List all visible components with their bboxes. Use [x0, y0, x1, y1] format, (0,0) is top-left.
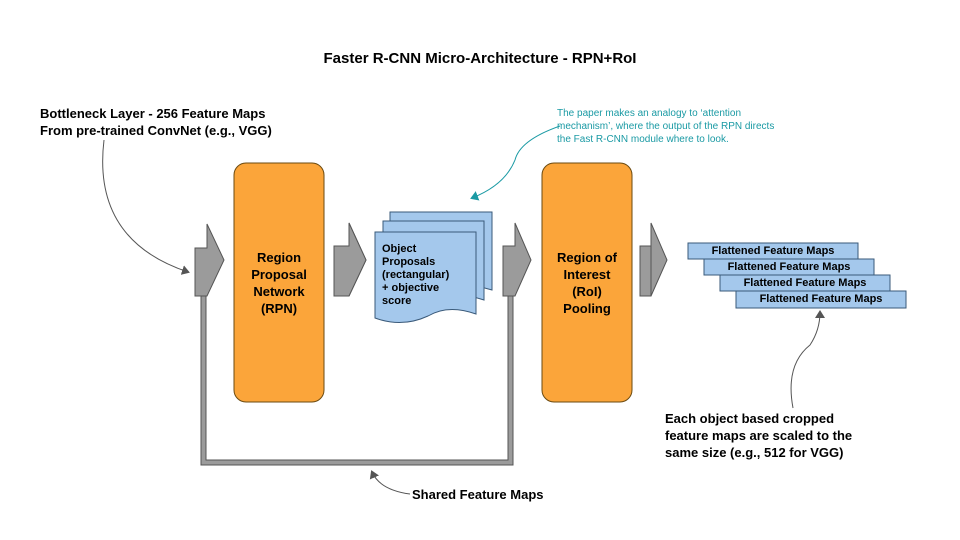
proposals-label: Object Proposals (rectangular) + objecti…	[382, 243, 472, 308]
proposals-line-4: + objective	[382, 282, 440, 294]
attention-note-line-2: mechanism’, where the output of the RPN …	[557, 121, 775, 132]
rpn-line-2: Proposal	[251, 266, 307, 282]
attention-note-line-1: The paper makes an analogy to ‘attention	[557, 108, 742, 119]
shared-feature-maps-label: Shared Feature Maps	[412, 487, 544, 502]
shared-connector	[369, 470, 411, 495]
bottleneck-label: Bottleneck Layer - 256 Feature Maps From…	[40, 105, 272, 139]
proposals-line-2: Proposals	[382, 256, 436, 268]
crop-note-line-3: same size (e.g., 512 for VGG)	[665, 445, 844, 460]
rpn-line-4: (RPN)	[260, 300, 298, 316]
crop-note: Each object based cropped feature maps a…	[665, 410, 895, 461]
bottleneck-line-2: From pre-trained ConvNet (e.g., VGG)	[40, 123, 272, 138]
rpn-box	[233, 162, 325, 403]
roi-line-1: Region of	[557, 249, 617, 265]
rpn-line-1: Region	[256, 249, 302, 265]
attention-connector	[470, 125, 561, 201]
roi-label: Region of Interest (RoI) Pooling	[542, 163, 632, 402]
crop-connector	[790, 310, 825, 409]
roi-to-flattened-arrow	[650, 222, 668, 297]
flattened-rect-4	[735, 290, 907, 309]
bottleneck-connector	[102, 139, 190, 275]
diagram-title: Faster R-CNN Micro-Architecture - RPN+Ro…	[323, 50, 637, 67]
attention-note-line-3: the Fast R-CNN module where to look.	[557, 134, 729, 145]
roi-line-3: (RoI)	[572, 283, 602, 299]
flattened-label-4: Flattened Feature Maps	[759, 293, 883, 305]
roi-line-4: Pooling	[563, 300, 611, 316]
bottleneck-line-1: Bottleneck Layer - 256 Feature Maps	[40, 106, 266, 121]
rpn-to-proposals-arrow-body	[333, 222, 367, 297]
crop-note-line-2: feature maps are scaled to the	[665, 428, 853, 443]
crop-note-line-1: Each object based cropped	[665, 411, 835, 426]
roi-box	[541, 162, 633, 403]
proposal-page-front	[374, 231, 477, 323]
rpn-line-3: Network	[253, 283, 305, 299]
roi-line-2: Interest	[563, 266, 611, 282]
flattened-label-3: Flattened Feature Maps	[743, 277, 867, 289]
proposals-line-5: score	[382, 295, 412, 307]
flattened-label-2: Flattened Feature Maps	[727, 261, 851, 273]
proposals-to-roi-arrow	[502, 222, 532, 297]
flattened-label-1: Flattened Feature Maps	[711, 245, 835, 257]
proposals-line-1: Object	[382, 243, 417, 255]
attention-note: The paper makes an analogy to ‘attention…	[557, 107, 847, 146]
proposals-line-3: (rectangular)	[382, 269, 450, 281]
roi-to-flattened-arrow-body	[639, 245, 652, 297]
rpn-label: Region Proposal Network (RPN)	[234, 163, 324, 402]
input-arrow	[194, 223, 225, 297]
